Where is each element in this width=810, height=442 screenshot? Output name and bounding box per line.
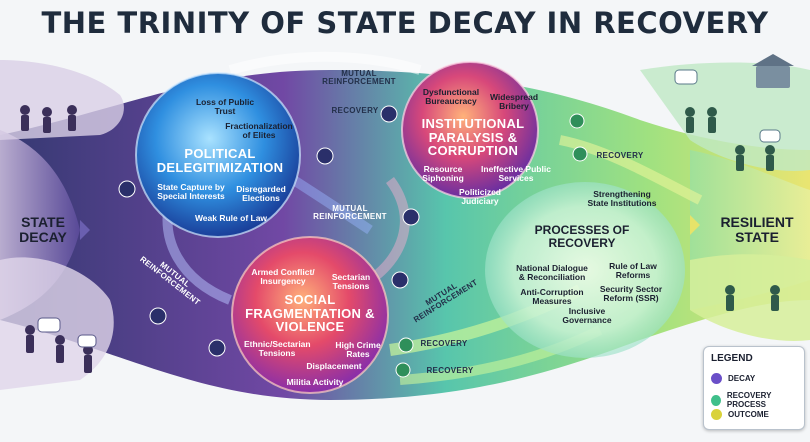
political-node-title: POLITICAL DELEGITIMIZATION <box>156 146 284 175</box>
resilient-state-label: RESILIENT STATE <box>720 214 794 245</box>
political-item: Disregarded Elections <box>236 184 286 203</box>
political-item: Loss of Public Trust <box>195 97 255 116</box>
mutual-reinforcement-top-label: MUTUAL REINFORCEMENT <box>322 69 396 87</box>
recovery-item: Anti-Corruption Measures <box>520 287 584 306</box>
legend-label: DECAY <box>728 374 756 383</box>
recovery-item: Rule of Law Reforms <box>609 261 657 280</box>
legend-item-outcome: OUTCOME <box>711 409 769 420</box>
social-item: Sectarian Tensions <box>331 272 371 291</box>
recovery-item: Inclusive Governance <box>562 306 612 325</box>
recovery-arrow-label: RECOVERY <box>331 106 379 115</box>
legend-swatch <box>711 409 722 420</box>
institutional-item: Widespread Bribery <box>489 92 539 111</box>
social-item: Militia Activity <box>286 377 344 387</box>
social-item: Armed Conflict/ Insurgency <box>251 267 315 286</box>
legend-swatch <box>711 394 721 406</box>
legend-item-decay: DECAY <box>711 373 755 384</box>
legend-label: RECOVERY PROCESS <box>726 391 772 409</box>
legend-title: LEGEND <box>711 353 753 364</box>
social-node-title: SOCIAL FRAGMENTATION & VIOLENCE <box>245 292 375 335</box>
legend: LEGEND DECAY RECOVERY PROCESS OUTCOME <box>703 346 805 430</box>
social-item: Displacement <box>306 361 362 371</box>
social-item: Ethnic/Sectarian Tensions <box>244 339 311 358</box>
recovery-arrow-label: RECOVERY <box>420 339 468 348</box>
political-item: State Capture by Special Interests <box>157 182 225 201</box>
social-item: High Crime Rates <box>335 340 381 359</box>
legend-swatch <box>711 373 722 384</box>
political-item: Weak Rule of Law <box>194 213 268 223</box>
institutional-item: Ineffective Public Services <box>481 164 551 183</box>
state-decay-label: STATE DECAY <box>19 214 67 245</box>
legend-item-recovery: RECOVERY PROCESS <box>711 391 804 409</box>
institutional-item: Politicized Judiciary <box>458 187 502 206</box>
recovery-arrow-label: RECOVERY <box>596 151 644 160</box>
recovery-item: National Dialogue & Reconciliation <box>516 263 588 282</box>
recovery-arrow-label: RECOVERY <box>426 366 474 375</box>
page-title: THE TRINITY OF STATE DECAY IN RECOVERY <box>41 6 769 40</box>
political-item: Fractionalization of Elites <box>225 121 293 140</box>
recovery-node-title: PROCESSES OF RECOVERY <box>534 223 630 250</box>
recovery-item: Strengthening State Institutions <box>587 189 657 208</box>
institutional-item: Resource Siphoning <box>422 164 464 183</box>
legend-label: OUTCOME <box>728 410 769 419</box>
mutual-reinforcement-center-label: MUTUAL REINFORCEMENT <box>313 204 387 222</box>
recovery-item: Security Sector Reform (SSR) <box>599 284 663 303</box>
institutional-item: Dysfunctional Bureaucracy <box>422 87 480 106</box>
institutional-node-title: INSTITUTIONAL PARALYSIS & CORRUPTION <box>421 116 525 159</box>
